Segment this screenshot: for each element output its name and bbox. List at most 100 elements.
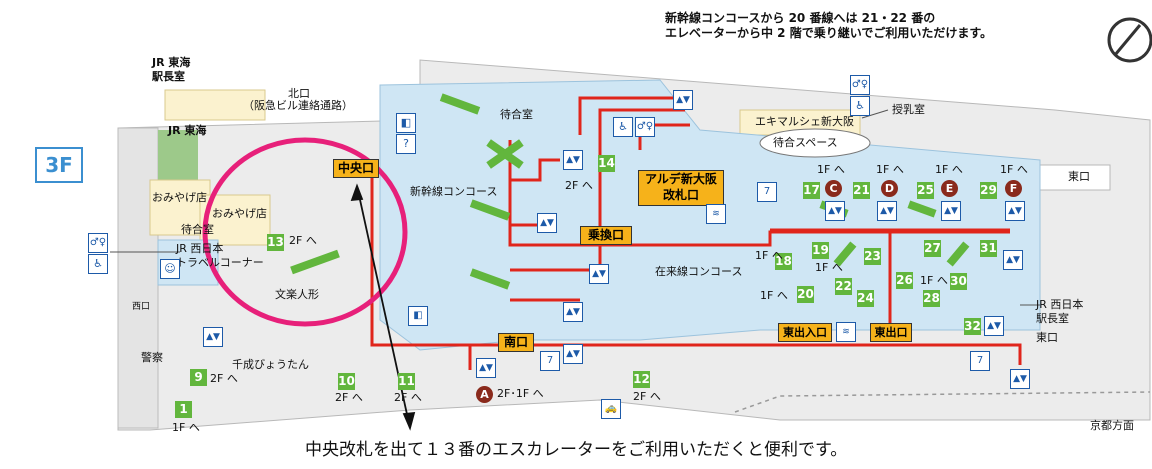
bunraku-label: 文楽人形 bbox=[275, 288, 319, 301]
dir-2f-12: 2F へ bbox=[633, 390, 661, 403]
jr-tokai-label: JR 東海 bbox=[168, 124, 207, 137]
elevator-icon: ▲▼ bbox=[563, 344, 583, 364]
wheelchair-icon: ♿ bbox=[613, 117, 633, 137]
escalator-9: 9 bbox=[190, 369, 207, 386]
escalator-26: 26 bbox=[896, 272, 913, 289]
escalator-17: 17 bbox=[803, 182, 820, 199]
chuo-gate[interactable]: 中央口 bbox=[333, 159, 379, 178]
machiai-center-label: 待合室 bbox=[500, 108, 533, 121]
elevator-icon: ▲▼ bbox=[1005, 201, 1025, 221]
junyushitsu-label: 授乳室 bbox=[892, 103, 925, 116]
arude-gate[interactable]: アルデ新大阪 改札口 bbox=[638, 170, 724, 206]
jr-west-travel-label-2: トラベルコーナー bbox=[176, 256, 264, 269]
dir-2f-11: 2F へ bbox=[394, 391, 422, 404]
escalator-12: 12 bbox=[633, 371, 650, 388]
escalator-27: 27 bbox=[924, 240, 941, 257]
jr-west-station-label-1: JR 西日本 bbox=[1036, 298, 1084, 311]
higashiguchi-2-label: 東口 bbox=[1036, 331, 1058, 344]
dir-2f-13: 2F へ bbox=[289, 234, 317, 247]
escalator-32: 32 bbox=[964, 318, 981, 335]
elevator-icon: ▲▼ bbox=[563, 150, 583, 170]
higashi-deguchi-gate[interactable]: 東出口 bbox=[870, 323, 912, 342]
omiyage-label-1: おみやげ店 bbox=[152, 191, 207, 204]
escalator-25: 25 bbox=[917, 182, 934, 199]
escalator-21: 21 bbox=[853, 182, 870, 199]
wifi-icon: ≋ bbox=[706, 204, 726, 224]
elevator-icon: ▲▼ bbox=[1010, 369, 1030, 389]
junyushitsu-leader bbox=[861, 109, 889, 119]
elevator-icon: ▲▼ bbox=[825, 201, 845, 221]
escalator-11: 11 bbox=[398, 373, 415, 390]
elevator-icon: ▲▼ bbox=[877, 201, 897, 221]
escalator-22: 22 bbox=[835, 278, 852, 295]
jr-west-station-label-2: 駅長室 bbox=[1036, 312, 1069, 325]
dir-18: 1F へ bbox=[755, 249, 783, 262]
wheelchair-icon: ♿ bbox=[850, 96, 870, 116]
dir-e: 1F へ bbox=[935, 163, 963, 176]
floor-badge: 3F bbox=[35, 147, 83, 183]
notice-line-1: 新幹線コンコースから 20 番線へは 21・22 番の bbox=[665, 11, 936, 25]
convenience-store-icon: 7 bbox=[970, 351, 990, 371]
escalator-20: 20 bbox=[797, 286, 814, 303]
exit-letter-c: C bbox=[825, 180, 842, 197]
compass-icon bbox=[1107, 17, 1152, 63]
higashi-deiriguchi-gate[interactable]: 東出入口 bbox=[778, 323, 832, 342]
escalator-24: 24 bbox=[857, 290, 874, 307]
elevator-icon: ▲▼ bbox=[476, 358, 496, 378]
jr-tokai-station-label-1: JR 東海 bbox=[152, 56, 191, 69]
wifi-icon: ≋ bbox=[836, 322, 856, 342]
omiyage-label-2: おみやげ店 bbox=[212, 207, 267, 220]
waiting-space-oval bbox=[759, 128, 871, 158]
elevator-icon: ▲▼ bbox=[673, 90, 693, 110]
dir-20: 1F へ bbox=[760, 289, 788, 302]
elevator-icon: ▲▼ bbox=[589, 264, 609, 284]
escalator-1: 1 bbox=[175, 401, 192, 418]
convenience-store-icon: 7 bbox=[757, 182, 777, 202]
taxi-icon: 🚕 bbox=[601, 399, 621, 419]
ticket-machine-icon: ◧ bbox=[396, 113, 416, 133]
escalator-28: 28 bbox=[923, 290, 940, 307]
kitaguchi-label-1: 北口 bbox=[288, 87, 310, 100]
dir-30: 1F へ bbox=[920, 274, 948, 287]
jr-tokai-station-label-2: 駅長室 bbox=[152, 70, 185, 83]
minami-gate[interactable]: 南口 bbox=[498, 333, 534, 352]
dir-2f-9: 2F へ bbox=[210, 372, 238, 385]
machiai-space-label: 待合スペース bbox=[773, 136, 838, 149]
dir-19: 1F へ bbox=[815, 261, 843, 274]
escalator-14: 14 bbox=[598, 155, 615, 172]
elevator-icon: ▲▼ bbox=[203, 327, 223, 347]
escalator-19: 19 bbox=[812, 242, 829, 259]
elevator-icon: ▲▼ bbox=[984, 316, 1004, 336]
jr-tokai-office bbox=[164, 89, 266, 121]
guidance-caption: 中央改札を出て１３番のエスカレーターをご利用いただくと便利です。 bbox=[305, 440, 848, 460]
highlight-circle bbox=[202, 137, 408, 327]
dir-2f-10: 2F へ bbox=[335, 391, 363, 404]
exit-letter-d: D bbox=[881, 180, 898, 197]
norikae-gate[interactable]: 乗換口 bbox=[580, 226, 632, 245]
west-wall-area bbox=[117, 127, 159, 429]
elevator-icon: ▲▼ bbox=[1003, 250, 1023, 270]
senri-label: 千成びょうたん bbox=[232, 358, 309, 371]
notice-line-2: エレベーターから中 2 階で乗り継いでご利用いただけます。 bbox=[665, 26, 993, 40]
wheelchair-icon: ♿ bbox=[88, 254, 108, 274]
route-lines bbox=[370, 96, 1022, 370]
escalator-18: 18 bbox=[775, 253, 792, 270]
elevator-icon: ▲▼ bbox=[563, 302, 583, 322]
exit-letter-e: E bbox=[941, 180, 958, 197]
dir-2f-14: 2F へ bbox=[565, 179, 593, 192]
exit-letter-f: F bbox=[1005, 180, 1022, 197]
arude-gate-line-2: 改札口 bbox=[662, 188, 699, 202]
dir-a: 2F･1F へ bbox=[497, 387, 544, 400]
toilet-icon: ♂♀ bbox=[88, 233, 108, 253]
dir-1f-1: 1F へ bbox=[172, 421, 200, 434]
exit-letter-a: A bbox=[476, 386, 493, 403]
keisatsu-label: 警察 bbox=[141, 351, 163, 364]
elevator-icon: ▲▼ bbox=[537, 213, 557, 233]
kitaguchi-label-2: （阪急ビル連絡通路） bbox=[243, 99, 353, 112]
dir-d: 1F へ bbox=[876, 163, 904, 176]
ticket-machine-icon: ◧ bbox=[408, 306, 428, 326]
dir-c: 1F へ bbox=[817, 163, 845, 176]
dir-f: 1F へ bbox=[1000, 163, 1028, 176]
jr-west-travel-label-1: JR 西日本 bbox=[176, 242, 224, 255]
